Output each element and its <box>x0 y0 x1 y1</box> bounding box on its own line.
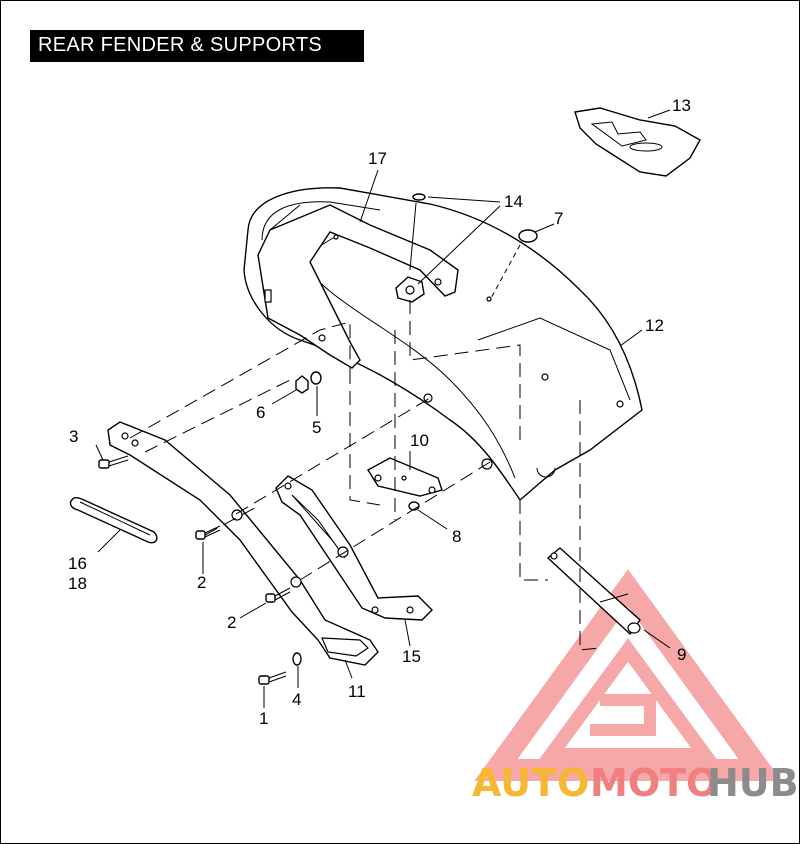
rear-fender-part-12 <box>243 187 643 502</box>
callout-16: 16 <box>68 554 87 573</box>
callout-3: 3 <box>69 427 78 446</box>
washer-part-5 <box>310 371 322 385</box>
callout-18: 18 <box>68 574 87 593</box>
callout-11: 11 <box>348 682 366 701</box>
callout-17: 17 <box>368 149 387 168</box>
screw-part-2-upper <box>195 525 221 540</box>
support-bar-part-9 <box>546 547 641 636</box>
callout-6: 6 <box>256 403 265 422</box>
screw-part-3 <box>98 455 129 469</box>
callout-labels: 1 2 2 3 4 5 6 7 8 9 10 11 12 13 14 15 16… <box>68 96 691 728</box>
decal-part-13 <box>574 107 701 177</box>
fender-support-part-17 <box>257 204 459 369</box>
trim-strip-part-16 <box>69 496 158 544</box>
screw-part-2-lower <box>265 587 291 603</box>
watermark-text: AUTO MOTO HUB <box>472 761 799 805</box>
callout-2-upper: 2 <box>197 573 206 592</box>
callout-12: 12 <box>645 316 664 335</box>
diagram-title: REAR FENDER & SUPPORTS <box>38 34 323 56</box>
nut-plate-part-14 <box>395 193 426 303</box>
watermark-text-hub: HUB <box>707 761 799 805</box>
callout-13: 13 <box>672 96 691 115</box>
callout-4: 4 <box>292 690 301 709</box>
callout-8: 8 <box>452 527 461 546</box>
callout-10: 10 <box>410 431 429 450</box>
bracket-part-10 <box>367 457 443 497</box>
callout-1: 1 <box>259 709 268 728</box>
callout-5: 5 <box>312 418 321 437</box>
strut-part-11 <box>107 421 379 666</box>
callout-9: 9 <box>677 645 686 664</box>
screw-part-1 <box>258 671 287 685</box>
washer-part-4 <box>292 652 302 666</box>
push-pin-part-7 <box>486 229 538 302</box>
title-bar: REAR FENDER & SUPPORTS <box>30 30 364 62</box>
assembly-lines <box>129 300 601 651</box>
callout-7: 7 <box>554 209 563 228</box>
callout-2-lower: 2 <box>227 613 236 632</box>
watermark-logo <box>474 569 782 781</box>
callout-14: 14 <box>504 192 523 211</box>
watermark-text-auto: AUTO <box>472 761 589 805</box>
leader-lines <box>95 109 671 708</box>
watermark-text-moto: MOTO <box>590 761 718 805</box>
nut-part-6 <box>295 375 309 394</box>
callout-15: 15 <box>402 647 421 666</box>
